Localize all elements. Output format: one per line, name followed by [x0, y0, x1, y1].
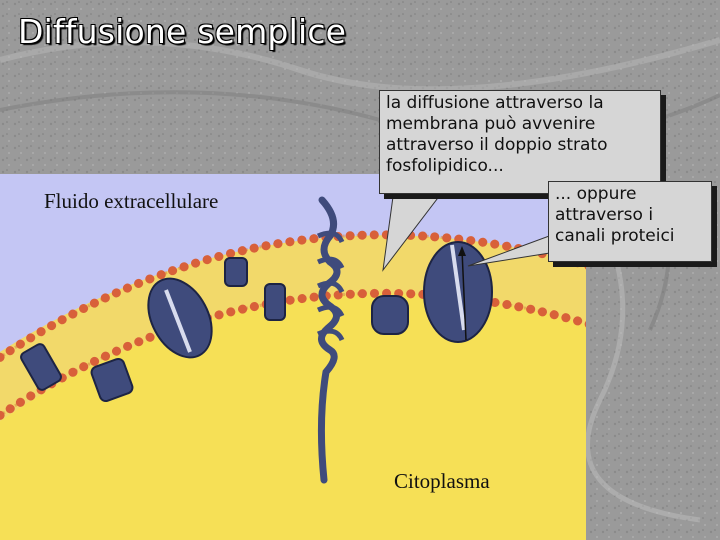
phospholipid-heads-inner [0, 288, 586, 421]
callout-bilayer-line: fosfolipidico... [386, 156, 504, 176]
extracellular-label: Fluido extracellulare [44, 189, 219, 213]
callout-bilayer-line: attraverso il doppio strato [386, 135, 608, 155]
phospholipid-heads-outer [0, 230, 586, 363]
callout-channels: ... oppure attraverso i canali proteici [548, 181, 712, 262]
callout-bilayer-line: la diffusione attraverso la [386, 93, 604, 113]
protein-left-small [20, 343, 62, 391]
callout-channels-line: canali proteici [555, 226, 675, 246]
cytoplasm-region [0, 292, 586, 540]
callout-bilayer-line: membrana può avvenire [386, 114, 596, 134]
cytoplasm-label: Citoplasma [394, 469, 490, 493]
protein-left-bottom [90, 357, 134, 403]
callout-channels-line: attraverso i [555, 205, 654, 225]
protein-top-small [224, 257, 248, 287]
callout-channels-line: ... oppure [555, 184, 637, 204]
protein-mid [264, 283, 286, 321]
protein-bump [371, 295, 409, 335]
protein-channel-left [147, 277, 213, 359]
callout-bilayer: la diffusione attraverso la membrana può… [379, 90, 661, 194]
membrane-bilayer [0, 235, 586, 422]
slide-title: Diffusione semplice [18, 12, 347, 51]
